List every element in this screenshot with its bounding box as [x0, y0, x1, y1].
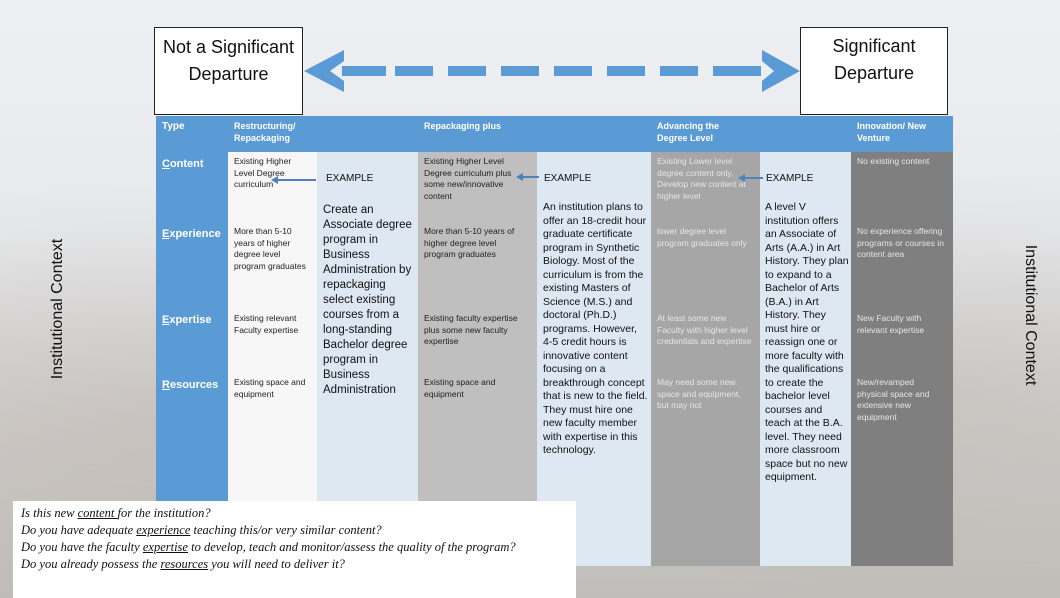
header-repackaging-plus: Repackaging plus: [424, 121, 502, 131]
arrow-dash: [554, 66, 592, 76]
col3-example-text: A level V institution offers an Associat…: [765, 201, 849, 483]
not-significant-departure-box: Not a Significant Departure: [154, 27, 303, 115]
col4-content: No existing content: [857, 156, 930, 166]
institutional-context-left: Institutional Context: [49, 238, 66, 380]
col4-criteria: [851, 116, 953, 566]
header-type: Type: [162, 121, 185, 132]
col1-example-text: Create an Associate degree program in Bu…: [323, 204, 412, 396]
col1-example-arrow: [271, 176, 316, 184]
col1-example-label: EXAMPLE: [326, 173, 374, 184]
row-label-expertise: Expertise: [162, 314, 212, 326]
not-significant-departure-label: Not a Significant Departure: [162, 37, 295, 84]
col2-example-arrow: [516, 173, 539, 181]
arrow-dash: [501, 66, 539, 76]
col2-criteria: [418, 116, 537, 566]
arrow-dash: [448, 66, 486, 76]
type-column: [156, 116, 228, 566]
col3-criteria: [651, 116, 760, 566]
arrow-dash: [713, 66, 761, 76]
col3-example-arrow: [738, 174, 763, 182]
significant-departure-label: Significant Departure: [832, 36, 916, 83]
col4-expertise: New Faculty with relevant expertise: [857, 313, 925, 335]
question-resources: Do you already possess the resources you…: [21, 557, 345, 571]
col1-criteria: [228, 116, 317, 566]
col2-example-text: An institution plans to offer an 18-cred…: [543, 201, 648, 456]
header-innovation: Innovation/ New Venture: [857, 121, 927, 143]
question-experience: Do you have adequate experience teaching…: [21, 523, 382, 537]
header-advancing: Advancing the Degree Level: [657, 121, 720, 143]
col1-expertise: Existing relevant Faculty expertise: [234, 313, 299, 335]
col2-example-panel: [537, 116, 651, 566]
col4-experience: No experience offering programs or cours…: [857, 226, 944, 259]
question-content: Is this new content for the institution?: [21, 506, 211, 520]
col2-expertise: Existing faculty expertise plus some new…: [424, 313, 518, 346]
col1-resources: Existing space and equipment: [234, 377, 306, 399]
header-restructuring: Restructuring/ Repackaging: [234, 121, 296, 143]
col3-content: Existing Lower level degree content only…: [657, 156, 746, 201]
col3-expertise: At least some new Faculty with higher le…: [657, 313, 752, 346]
row-label-content: Content: [162, 158, 204, 170]
questions-box: Is this new content for the institution?…: [13, 501, 576, 598]
col2-example-label: EXAMPLE: [544, 173, 592, 184]
col1-experience: More than 5-10 years of higher degree le…: [234, 226, 306, 271]
departure-arrow: [304, 50, 800, 92]
arrow-dash: [607, 66, 645, 76]
institutional-context-right: Institutional Context: [1022, 244, 1039, 386]
col4-resources: New/revamped physical space and extensiv…: [857, 377, 930, 422]
arrow-dash: [395, 66, 433, 76]
left-arrowhead: [304, 50, 344, 92]
row-label-experience: Experience: [162, 228, 221, 240]
row-label-resources: Resources: [162, 379, 219, 391]
arrow-dash: [342, 66, 386, 76]
col1-example-panel: [317, 116, 418, 566]
question-expertise: Do you have the faculty expertise to dev…: [21, 540, 516, 554]
significant-departure-box: Significant Departure: [800, 27, 948, 115]
col2-content: Existing Higher Level Degree curriculum …: [424, 156, 512, 201]
col2-experience: More than 5-10 years of higher degree le…: [424, 226, 515, 259]
header-band: [156, 116, 953, 152]
arrow-dash: [660, 66, 698, 76]
col3-resources: May need some new space and equipment, b…: [657, 377, 741, 410]
col3-example-panel: [760, 116, 851, 566]
col1-content: Existing Higher Level Degree curriculum: [234, 156, 292, 189]
right-arrowhead: [762, 50, 800, 92]
col3-example-label: EXAMPLE: [766, 173, 814, 184]
col3-experience: lower degree level program graduates onl…: [657, 226, 747, 248]
col2-resources: Existing space and equipment: [424, 377, 496, 399]
